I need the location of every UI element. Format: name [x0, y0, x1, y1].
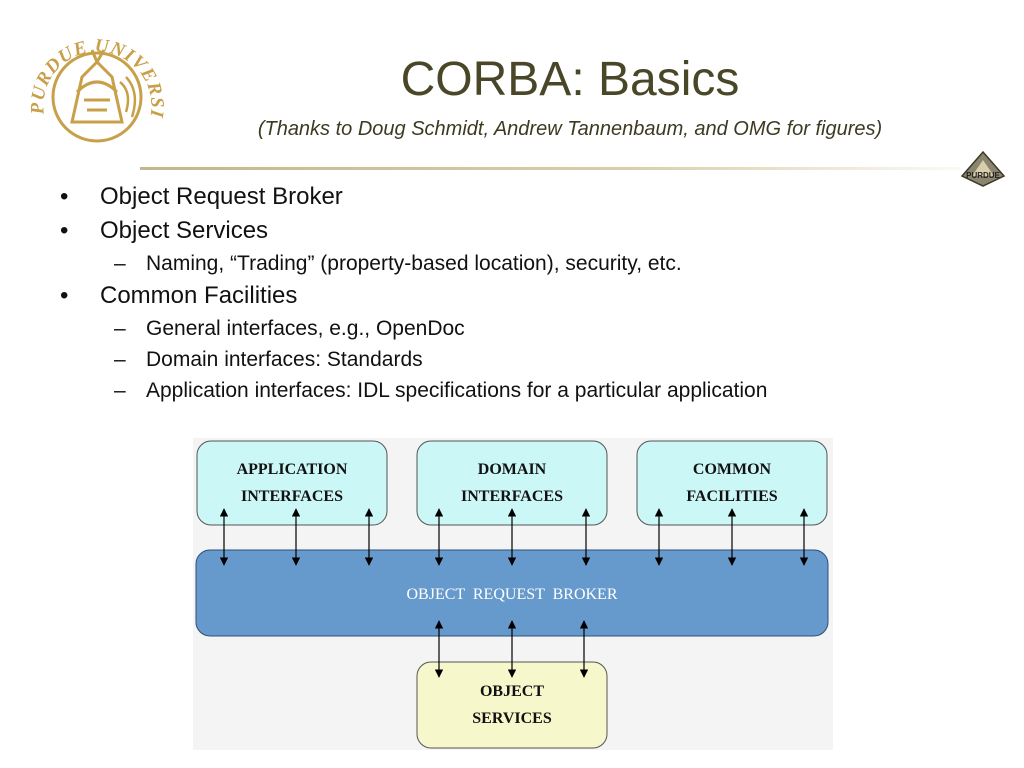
slide-title: CORBA: Basics — [400, 53, 740, 106]
bullet-text: Common Facilities — [100, 282, 298, 309]
sub-bullet-text: General interfaces, e.g., OpenDoc — [146, 317, 465, 340]
domain-interfaces-label: DOMAIN INTERFACES — [417, 456, 607, 510]
sub-bullet-item: – Application interfaces: IDL specificat… — [60, 375, 960, 406]
bullet-item: • Object Request Broker — [60, 180, 960, 214]
object-services-label: OBJECT SERVICES — [417, 678, 607, 732]
corba-architecture-diagram: APPLICATION INTERFACES DOMAIN INTERFACES… — [193, 438, 833, 750]
bullet-list: • Object Request Broker • Object Service… — [60, 180, 960, 406]
label-line: INTERFACES — [241, 488, 343, 505]
bullet-text: Object Services — [100, 217, 269, 244]
sub-bullet-marker: – — [114, 348, 126, 371]
label-line: APPLICATION — [236, 461, 348, 478]
slide-subtitle: (Thanks to Doug Schmidt, Andrew Tannenba… — [257, 118, 883, 140]
sub-bullet-text: Naming, “Trading” (property-based locati… — [146, 252, 682, 275]
sub-bullet-marker: – — [114, 379, 126, 402]
label-line: INTERFACES — [461, 488, 563, 505]
application-interfaces-label: APPLICATION INTERFACES — [197, 456, 387, 510]
sub-bullet-marker: – — [114, 252, 126, 275]
label-line: OBJECT — [479, 683, 544, 700]
bullet-marker: • — [60, 282, 69, 309]
sub-bullet-text: Application interfaces: IDL specificatio… — [146, 379, 768, 402]
bullet-marker: • — [60, 183, 69, 210]
label-line: FACILITIES — [686, 488, 778, 505]
sub-bullet-text: Domain interfaces: Standards — [146, 348, 423, 371]
corner-logo-text: PURDUE — [966, 171, 1000, 180]
purdue-seal-logo: PURDUE UNIVERSITY — [22, 22, 168, 143]
upper-arrows — [219, 508, 809, 566]
bullet-marker: • — [60, 217, 69, 244]
lower-arrows — [434, 620, 589, 678]
label-line: SERVICES — [472, 710, 552, 727]
svg-text:PURDUE UNIVERSITY: PURDUE UNIVERSITY — [22, 22, 168, 119]
sub-bullet-item: – General interfaces, e.g., OpenDoc — [60, 313, 960, 344]
orb-label: OBJECT REQUEST BROKER — [406, 586, 618, 603]
bullet-text: Object Request Broker — [100, 183, 343, 210]
sub-bullet-marker: – — [114, 317, 126, 340]
title-divider — [140, 167, 960, 170]
purdue-corner-logo: PURDUE — [960, 150, 1006, 187]
label-line: COMMON — [692, 461, 772, 478]
bullet-item: • Common Facilities — [60, 279, 960, 313]
sub-bullet-item: – Naming, “Trading” (property-based loca… — [60, 248, 960, 279]
bullet-item: • Object Services — [60, 214, 960, 248]
label-line: DOMAIN — [477, 461, 547, 478]
diagram-canvas — [193, 438, 833, 750]
common-facilities-label: COMMON FACILITIES — [637, 456, 827, 510]
sub-bullet-item: – Domain interfaces: Standards — [60, 344, 960, 375]
